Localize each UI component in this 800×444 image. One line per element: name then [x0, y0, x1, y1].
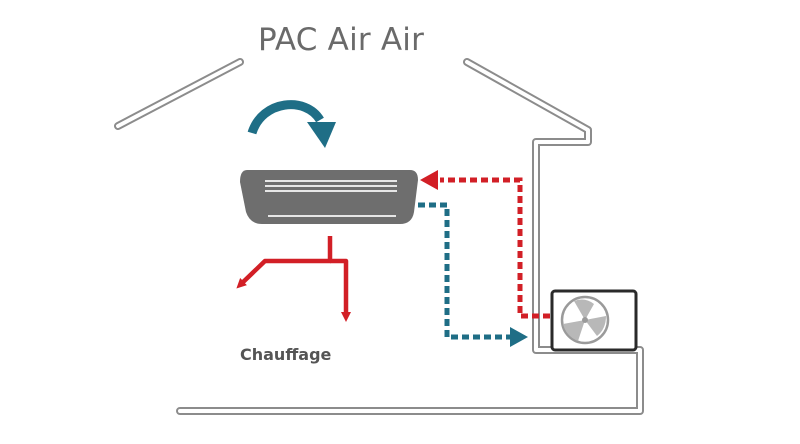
- hot-refrigerant-line: [420, 170, 550, 319]
- cold-refrigerant-line: [418, 202, 528, 347]
- warm-air-arrow-left: [236, 236, 333, 289]
- curved-arrow-icon: [247, 100, 336, 148]
- warm-air-arrows: [236, 236, 351, 322]
- heating-caption: Chauffage: [240, 345, 332, 364]
- outdoor-fan-unit-icon: [550, 289, 638, 352]
- house-outline: [114, 58, 644, 415]
- diagram-title: PAC Air Air: [258, 22, 425, 58]
- wall-mounted-split-unit-icon: [240, 170, 418, 224]
- warm-air-arrow-down: [330, 258, 351, 322]
